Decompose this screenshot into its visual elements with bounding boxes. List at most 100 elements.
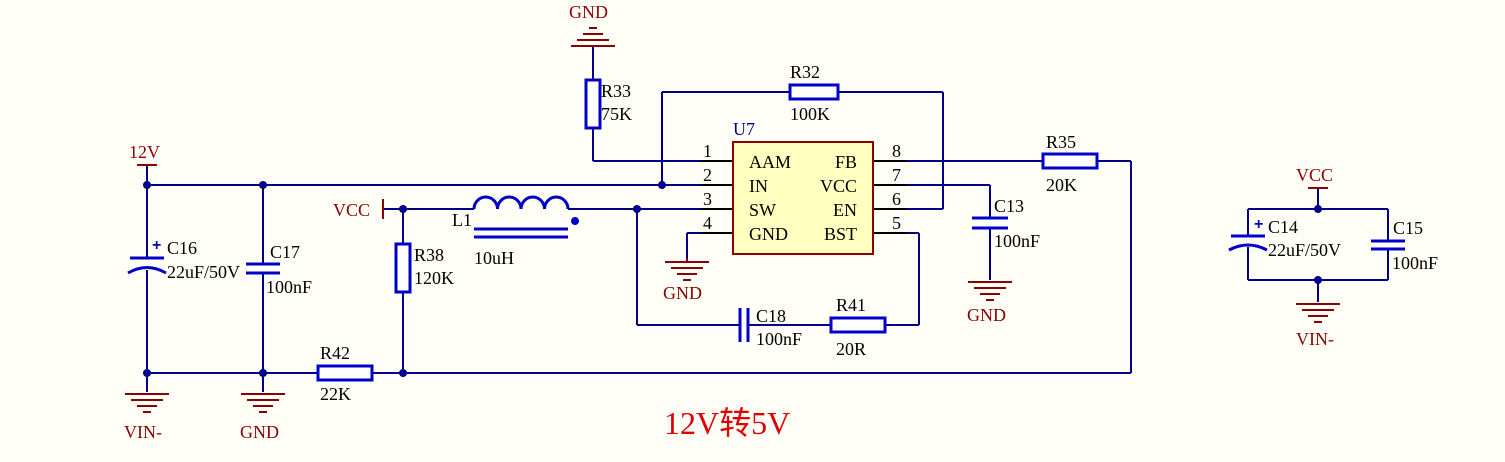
junction-dot [658,181,666,189]
capacitor-c14[interactable]: + C14 22uF/50V [1228,216,1341,260]
r35-ref: R35 [1046,132,1076,152]
junction-dot [399,369,407,377]
vin-minus-symbol-left: VIN- [124,393,169,442]
vcc-left-label: VCC [333,200,370,220]
gnd-symbol-top: GND [569,2,615,47]
capacitor-c16[interactable]: + C16 22uF/50V [127,237,240,282]
vin-left-label: VIN- [124,422,162,442]
r42-ref: R42 [320,343,350,363]
c14-plate-curved [1228,243,1268,252]
u7-pin6-name: EN [833,200,857,220]
u7-pin5-num: 5 [892,213,901,233]
c13-ref: C13 [994,196,1024,216]
r35-value: 20K [1046,175,1077,195]
inductor-l1[interactable]: L1 10uH [452,195,579,268]
r41-body [829,316,887,334]
c16-plate-curved [127,266,167,275]
u7-pin8-name: FB [835,152,857,172]
c16-ref: C16 [167,238,197,258]
junction-dot [259,369,267,377]
gnd-symbol-c13: GND [967,281,1012,325]
c14-plus-sign: + [1254,216,1263,233]
net-vcc-right: VCC [1296,165,1333,189]
u7-pin2-num: 2 [703,165,712,185]
r35-body [1041,152,1099,170]
c16-value: 22uF/50V [167,262,240,282]
gnd-c17-label: GND [240,422,279,442]
net-12v: 12V [129,142,160,166]
gnd-symbol-u7: GND [663,258,709,303]
r42-value: 22K [320,384,351,404]
r41-value: 20R [836,339,866,359]
r33-ref: R33 [601,81,631,101]
resistor-r32[interactable]: R32 100K [788,62,840,124]
junction-dot [143,181,151,189]
junction-dot [143,369,151,377]
c18-ref: C18 [756,306,786,326]
r38-ref: R38 [414,245,444,265]
c17-ref: C17 [270,242,300,262]
r38-value: 120K [414,268,454,288]
u7-pin5-name: BST [824,224,857,244]
u7-ref: U7 [733,119,755,139]
junction-dot [399,205,407,213]
net-vcc-left: VCC [333,199,384,220]
resistor-r33[interactable]: R33 75K [584,78,632,130]
vin-minus-symbol-right: VIN- [1296,303,1340,349]
l1-coil [472,195,570,210]
u7-pin4-name: GND [749,224,788,244]
c13-value: 100nF [994,231,1040,251]
r42-body [316,364,374,382]
junction-dot [1314,205,1322,213]
r32-value: 100K [790,104,830,124]
resistor-r41[interactable]: R41 20R [829,295,887,359]
r32-ref: R32 [790,62,820,82]
u7-pin7-name: VCC [820,176,857,196]
12v-label: 12V [129,142,160,162]
junction-dot [259,181,267,189]
capacitor-c17[interactable]: C17 100nF [246,242,312,297]
c15-ref: C15 [1393,218,1423,238]
u7-pin1-num: 1 [703,141,712,161]
gnd-c13-label: GND [967,305,1006,325]
schematic-title: 12V转5V [664,405,790,441]
vin-right-label: VIN- [1296,329,1334,349]
capacitor-c18[interactable]: C18 100nF [738,306,802,349]
u7-pin2-name: IN [749,176,768,196]
c17-value: 100nF [266,277,312,297]
u7-body [732,141,874,255]
c16-plus-sign: + [152,237,161,254]
c15-value: 100nF [1392,253,1438,273]
u7-pin6-num: 6 [892,189,901,209]
r38-body [394,242,412,294]
c18-value: 100nF [756,329,802,349]
r32-body [788,83,840,101]
junctions [143,181,1322,377]
u7-pin1-name: AAM [749,152,791,172]
resistor-r42[interactable]: R42 22K [316,343,374,404]
u7-pin3-name: SW [749,200,776,220]
l1-polarity-dot [571,217,579,225]
l1-ref: L1 [452,210,472,230]
c14-ref: C14 [1268,217,1298,237]
capacitor-c15[interactable]: C15 100nF [1371,218,1438,273]
junction-dot [1314,276,1322,284]
u7-pin8-num: 8 [892,141,901,161]
gnd-top-label: GND [569,2,608,22]
c14-value: 22uF/50V [1268,240,1341,260]
r33-body [584,78,602,130]
resistor-r35[interactable]: R35 20K [1041,132,1099,195]
u7-pin3-num: 3 [703,189,712,209]
capacitor-c13[interactable]: C13 100nF [972,196,1040,251]
l1-value: 10uH [474,248,514,268]
junction-dot [633,205,641,213]
r41-ref: R41 [836,295,866,315]
wires [146,46,1389,392]
u7-pin7-num: 7 [892,165,901,185]
gnd-symbol-c17: GND [240,393,285,442]
resistor-r38[interactable]: R38 120K [394,242,454,294]
r33-value: 75K [601,104,632,124]
gnd-u7-label: GND [663,283,702,303]
u7-ic[interactable]: U7 1 2 3 4 8 7 6 5 AAM IN SW GND FB VCC … [700,119,907,255]
